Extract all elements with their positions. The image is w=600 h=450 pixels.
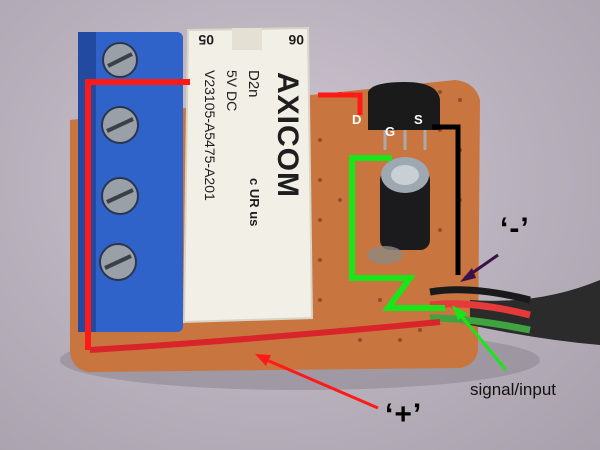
minus-arrow [460,253,499,282]
signal-line [349,155,445,311]
relay-cert-mark: c UR us [247,178,262,227]
relay-brand: AXICOM [271,72,304,198]
positive-line [85,79,190,350]
relay-body [182,26,314,324]
relay-part-number: V23105-A5475-A201 [202,70,218,201]
signal-arrow [452,305,508,371]
relay-pin-05: 05 [198,32,214,48]
plus-arrow [255,354,379,410]
red-board-wire [89,319,441,353]
cable [429,280,600,345]
relay-voltage: 5V DC [224,70,240,112]
plus-label: ‘+’ [385,398,423,431]
minus-label: ‘-’ [500,212,530,245]
pin-label-g: G [385,124,396,139]
negative-line [432,124,461,275]
capacitor [380,157,430,250]
pin-label-d: D [352,112,362,127]
drain-line [318,92,363,115]
signal-label: signal/input [470,380,557,399]
relay-pin-06: 06 [288,32,304,48]
relay-model: D2n [245,70,262,98]
small-component [367,246,403,264]
transistor [368,82,440,150]
pin-label-s: S [414,112,423,127]
terminal-screws [99,42,139,281]
